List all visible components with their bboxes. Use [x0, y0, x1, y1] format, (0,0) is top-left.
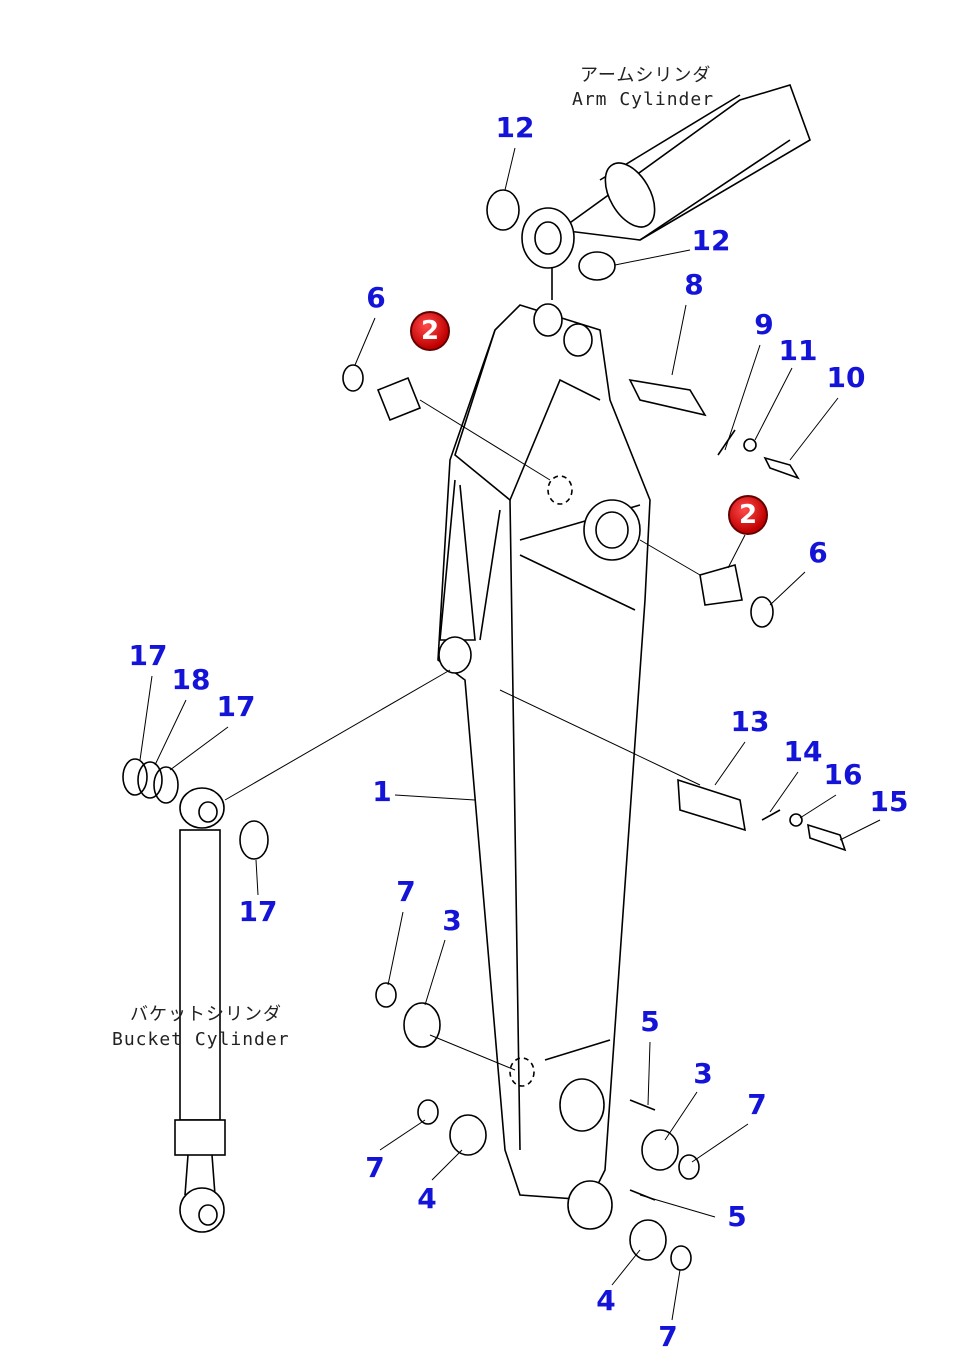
highlight-callout-2[interactable]: 2 [728, 495, 768, 535]
arm-cylinder-label-jp: アームシリンダ [580, 65, 712, 86]
callout-7[interactable]: 7 [747, 1088, 767, 1121]
callout-7[interactable]: 7 [365, 1151, 385, 1184]
callout-17[interactable]: 17 [128, 639, 168, 672]
callout-3[interactable]: 3 [442, 904, 462, 937]
callout-5[interactable]: 5 [727, 1200, 747, 1233]
callout-3[interactable]: 3 [693, 1057, 713, 1090]
callout-17[interactable]: 17 [216, 690, 256, 723]
callout-1[interactable]: 1 [372, 775, 392, 808]
callout-6[interactable]: 6 [366, 281, 386, 314]
leader-lines [139, 147, 881, 1321]
callout-18[interactable]: 18 [171, 663, 211, 696]
bucket-cylinder [174, 787, 226, 1233]
highlight-callout-2[interactable]: 2 [410, 311, 450, 351]
callout-15[interactable]: 15 [869, 785, 909, 818]
callout-12[interactable]: 12 [495, 111, 535, 144]
callout-17[interactable]: 17 [238, 895, 278, 928]
bucket-cylinder-label-jp: バケットシリンダ [130, 1004, 282, 1025]
arm-body [437, 303, 651, 1230]
arm-cylinder-label: Arm Cylinder [572, 89, 715, 110]
callout-7[interactable]: 7 [658, 1320, 678, 1353]
callout-14[interactable]: 14 [783, 735, 823, 768]
callout-16[interactable]: 16 [823, 758, 863, 791]
bucket-cylinder-label: Bucket Cylinder [112, 1029, 290, 1050]
arm-cylinder [521, 84, 811, 300]
callout-9[interactable]: 9 [754, 308, 774, 341]
callout-5[interactable]: 5 [640, 1005, 660, 1038]
callout-10[interactable]: 10 [826, 361, 866, 394]
callout-12[interactable]: 12 [691, 224, 731, 257]
callout-7[interactable]: 7 [396, 875, 416, 908]
loose-parts [122, 189, 847, 1271]
callout-11[interactable]: 11 [778, 334, 818, 367]
callout-6[interactable]: 6 [808, 536, 828, 569]
callout-13[interactable]: 13 [730, 705, 770, 738]
callout-4[interactable]: 4 [417, 1182, 437, 1215]
callout-8[interactable]: 8 [684, 268, 704, 301]
callout-4[interactable]: 4 [596, 1284, 616, 1317]
